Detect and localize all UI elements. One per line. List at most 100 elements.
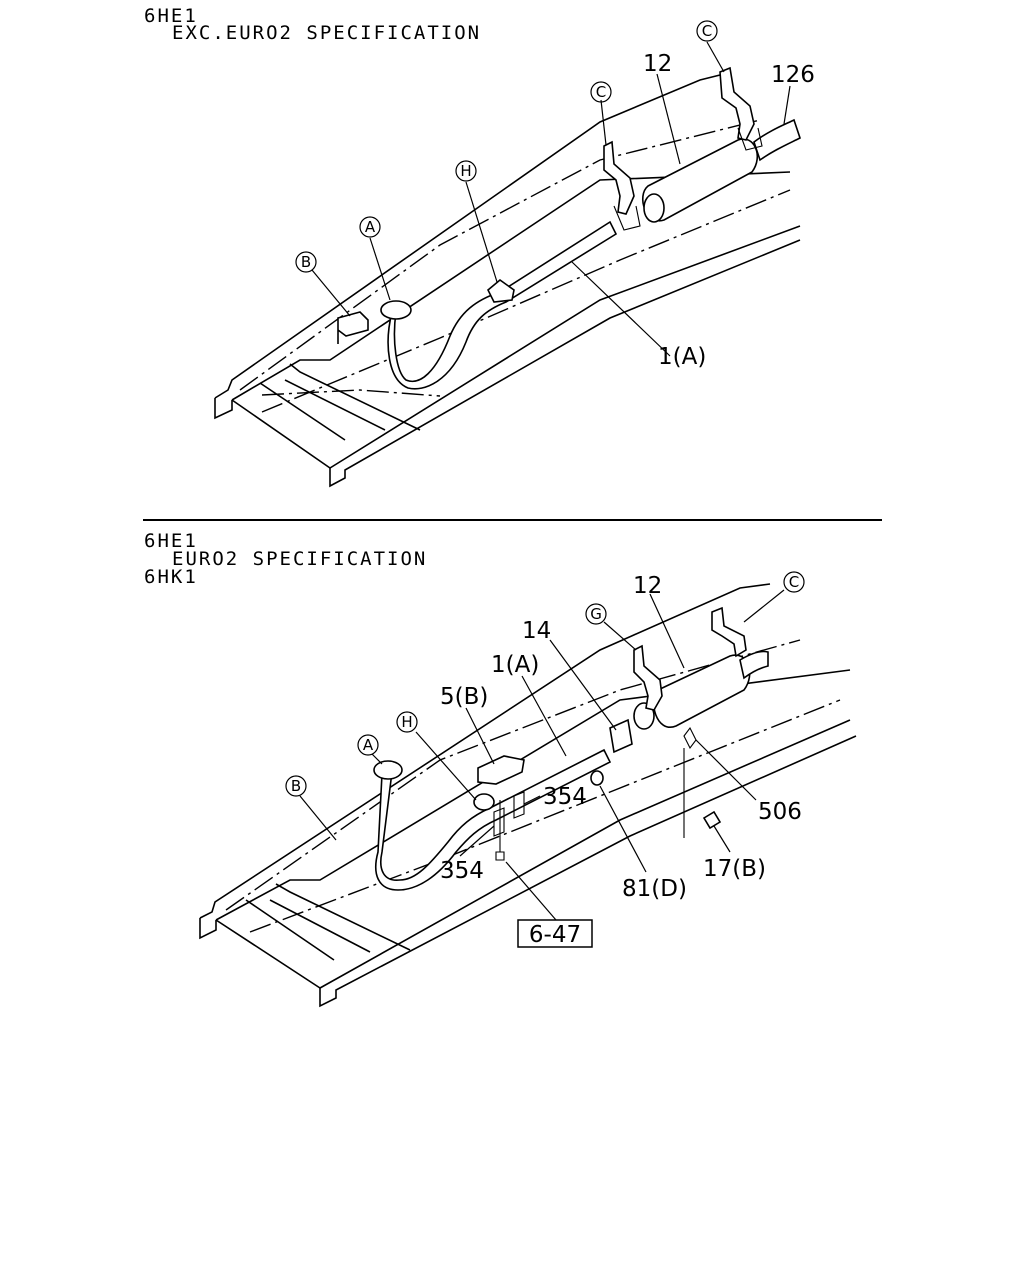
callout-g-circle xyxy=(585,603,607,625)
callout-b: B xyxy=(291,777,301,795)
tail-pipe xyxy=(753,118,801,162)
label-part-5b: 5(B) xyxy=(440,684,488,710)
leader-12 xyxy=(656,73,681,165)
frame-rail-right-lower xyxy=(319,735,857,1008)
leader-126 xyxy=(783,85,791,125)
front-exhaust-pipe xyxy=(374,748,612,891)
leader-354-lower xyxy=(459,825,495,857)
muffler-bracket-g xyxy=(633,644,663,711)
callout-b-circle xyxy=(295,251,317,273)
callout-g: G xyxy=(590,605,602,623)
frame-rail-right xyxy=(319,719,851,989)
leader-c xyxy=(743,589,785,623)
callout-b: B xyxy=(301,253,311,271)
diagram2-header-engine: 6HE1 xyxy=(144,530,198,552)
leader-h xyxy=(465,181,498,283)
callout-c1: C xyxy=(596,83,606,101)
leader-b xyxy=(311,269,351,317)
leader-506 xyxy=(695,739,757,801)
leader-17b xyxy=(713,825,731,853)
label-part-12: 12 xyxy=(643,51,672,77)
diagram1-header-spec: EXC.EURO2 SPECIFICATION xyxy=(172,22,482,44)
leader-h xyxy=(415,731,477,801)
callout-b-circle xyxy=(285,775,307,797)
leader-c1 xyxy=(600,99,607,146)
clamp-front xyxy=(613,205,641,231)
diagram1: C C H A B 12 126 1(A) xyxy=(214,20,815,488)
bolt-17b xyxy=(702,810,722,830)
callout-c-circle xyxy=(783,571,805,593)
callout-h-circle xyxy=(455,160,477,182)
diagram2: C G H A B 12 14 1(A) 5(B) 354 354 506 81… xyxy=(199,571,857,1008)
frame-crossmember xyxy=(231,363,421,469)
callout-c2: C xyxy=(702,22,712,40)
label-part-14: 14 xyxy=(522,618,551,644)
leader-c2 xyxy=(706,41,725,73)
flange-a xyxy=(373,760,403,780)
callout-c: C xyxy=(789,573,799,591)
bracket-5b xyxy=(477,755,525,785)
label-part-12: 12 xyxy=(633,573,662,599)
hanger-h xyxy=(487,278,515,303)
label-part-126: 126 xyxy=(771,62,815,88)
callout-a: A xyxy=(365,218,376,236)
frame-centerline-front xyxy=(261,389,441,397)
leader-1a xyxy=(571,261,671,357)
leader-14 xyxy=(549,639,617,731)
leader-g xyxy=(603,621,637,651)
reference-box xyxy=(517,919,593,948)
label-part-1a: 1(A) xyxy=(491,652,539,678)
frame-rail-outer xyxy=(199,583,771,919)
label-part-81d: 81(D) xyxy=(622,876,687,902)
label-part-354-lower: 354 xyxy=(440,858,484,884)
frame-rail-right xyxy=(329,225,801,469)
leader-12 xyxy=(649,593,685,669)
callout-h: H xyxy=(460,162,471,180)
callout-h: H xyxy=(401,713,412,731)
frame-centerline-lower xyxy=(261,189,791,413)
front-exhaust-pipe xyxy=(387,220,618,390)
diagram1-header-engine: 6HE1 xyxy=(144,5,198,27)
bolt-6-47 xyxy=(495,800,505,861)
muffler xyxy=(652,654,751,728)
callout-c2-circle xyxy=(696,20,718,42)
nut-81d xyxy=(590,770,604,786)
muffler-bracket-c xyxy=(711,606,747,658)
muffler-inlet xyxy=(643,193,665,223)
clamp-506 xyxy=(683,726,697,838)
frame-crossmember xyxy=(215,883,411,989)
frame-centerline-upper xyxy=(225,639,801,911)
leader-b xyxy=(299,795,337,841)
leader-6-47 xyxy=(505,861,557,921)
diagram2-header-engine-2: 6HK1 xyxy=(144,566,198,588)
callout-a: A xyxy=(363,736,374,754)
leader-81d xyxy=(599,785,647,873)
reference-6-47[interactable]: 6-47 xyxy=(529,922,581,948)
frame-rail-outer-lower xyxy=(199,918,217,940)
leader-5b xyxy=(465,707,495,765)
callout-a-circle xyxy=(359,216,381,238)
bracket-354-upper xyxy=(513,791,525,819)
leader-1a xyxy=(521,675,567,757)
bracket-b xyxy=(337,311,369,344)
tail-pipe xyxy=(739,650,769,680)
hanger-h xyxy=(473,793,495,811)
frame-rail-outer-lower xyxy=(214,398,233,420)
leader-a xyxy=(369,237,391,301)
label-part-354-upper: 354 xyxy=(543,784,587,810)
bracket-354-lower xyxy=(493,807,505,837)
muffler xyxy=(642,138,758,222)
label-part-1a: 1(A) xyxy=(658,344,706,370)
callout-a-circle xyxy=(357,734,379,756)
frame-rail-outer xyxy=(214,74,721,399)
frame-centerline-lower xyxy=(249,699,841,933)
label-part-506: 506 xyxy=(758,799,802,825)
muffler-bracket-c-front xyxy=(603,140,635,215)
label-part-17b: 17(B) xyxy=(703,856,766,882)
flange-a xyxy=(380,300,412,320)
diagram2-header-spec: EURO2 SPECIFICATION xyxy=(172,548,428,570)
gasket-14 xyxy=(609,718,633,754)
leader-a xyxy=(371,753,383,765)
frame-rail-right-lower xyxy=(329,239,801,488)
